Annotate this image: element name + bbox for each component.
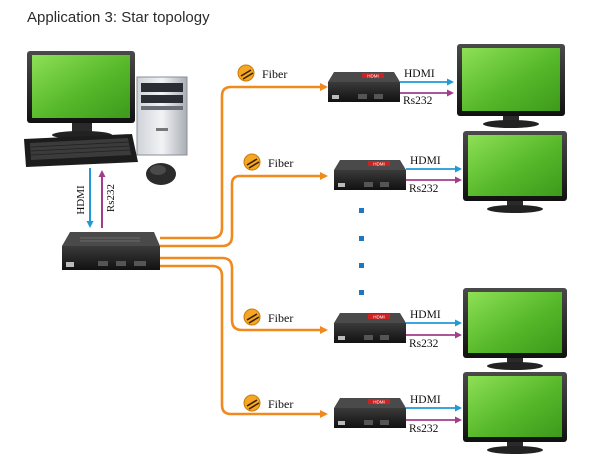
rs232-label-4: Rs232 [409, 423, 439, 435]
device-badge: HDMI [373, 162, 385, 167]
rs232-label-3: Rs232 [409, 338, 439, 350]
fiber-line-4 [160, 264, 328, 418]
device-badge: HDMI [367, 74, 379, 79]
fiber-icon [243, 394, 261, 412]
receiver-device-3: HDMI [334, 313, 406, 343]
display-monitor-2 [463, 131, 567, 213]
fiber-icon [243, 308, 261, 326]
fiber-icon [237, 64, 255, 82]
device-badge: HDMI [373, 315, 385, 320]
fiber-line-1 [160, 83, 328, 240]
display-monitor-3 [463, 288, 567, 370]
receiver-device-4: HDMI [334, 398, 406, 428]
ellipsis-dots [359, 208, 364, 295]
mouse [146, 163, 176, 185]
hdmi-label-3: HDMI [410, 309, 441, 321]
rs232-label-1: Rs232 [403, 95, 433, 107]
device-badge: HDMI [373, 400, 385, 405]
transmitter-device [62, 232, 160, 270]
display-monitor-4 [463, 372, 567, 454]
fiber-icon [243, 153, 261, 171]
source-hdmi-label: HDMI [75, 185, 87, 215]
hdmi-label-2: HDMI [410, 155, 441, 167]
fiber-label-1: Fiber [262, 67, 287, 81]
source-monitor [27, 51, 135, 139]
fiber-line-3 [160, 256, 328, 334]
fiber-label-4: Fiber [268, 397, 293, 411]
receiver-device-1: HDMI [328, 72, 400, 102]
hdmi-label-4: HDMI [410, 394, 441, 406]
receiver-device-2: HDMI [334, 160, 406, 190]
display-monitor-1 [457, 44, 565, 128]
source-rs232-label: Rs232 [105, 184, 117, 212]
fiber-label-3: Fiber [268, 311, 293, 325]
fiber-line-2 [160, 172, 328, 248]
pc-tower [136, 76, 188, 156]
page-title: Application 3: Star topology [27, 9, 210, 26]
hdmi-label-1: HDMI [404, 68, 435, 80]
keyboard [24, 134, 138, 167]
rs232-label-2: Rs232 [409, 183, 439, 195]
fiber-label-2: Fiber [268, 156, 293, 170]
